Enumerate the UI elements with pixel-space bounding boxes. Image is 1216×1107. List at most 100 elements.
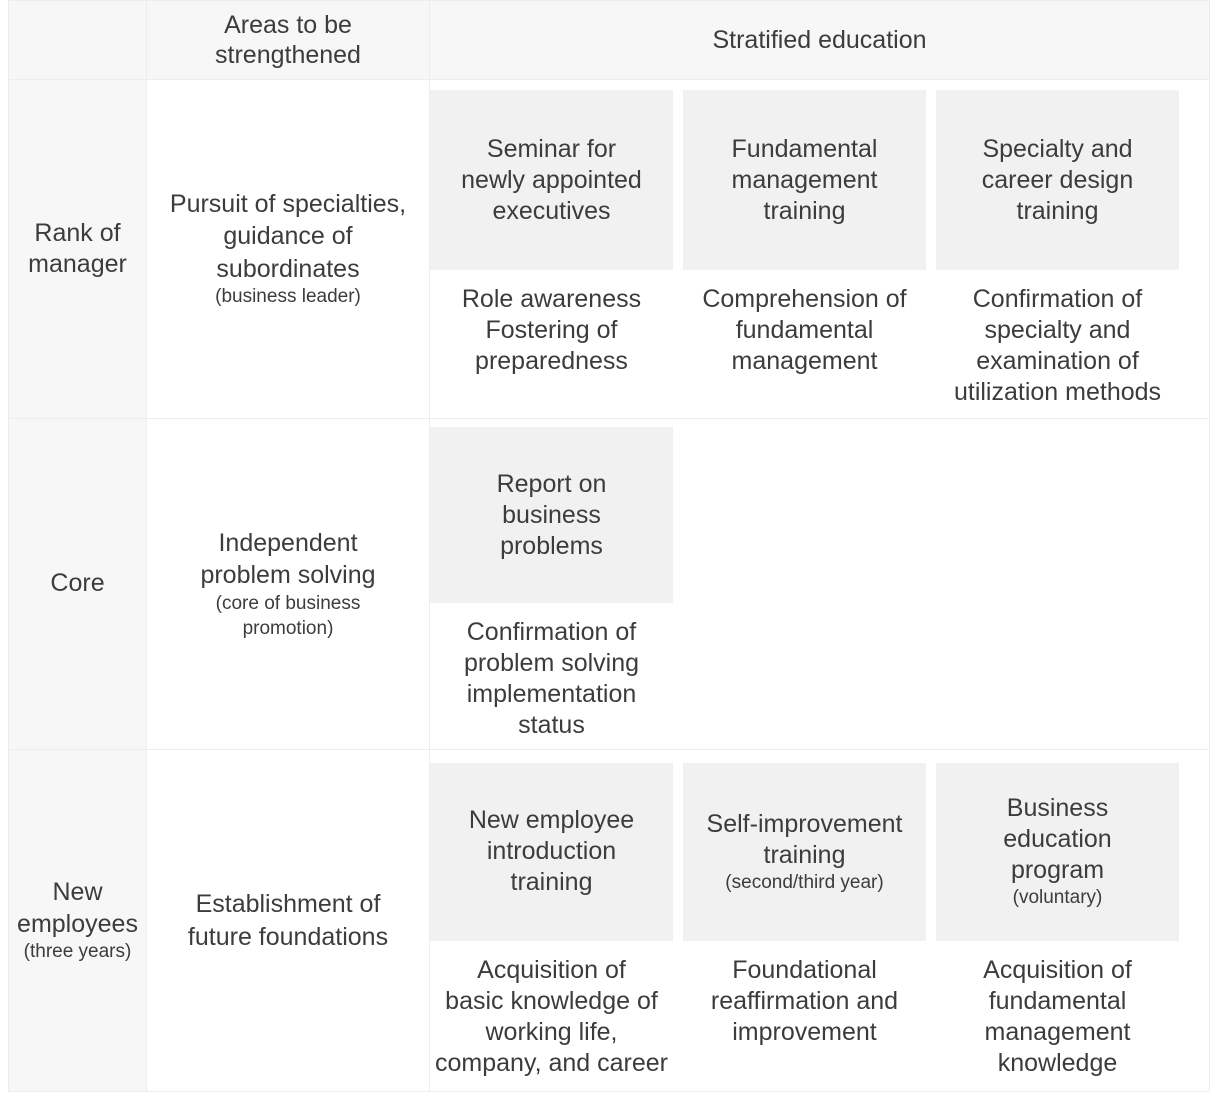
card-desc-line3: management [984, 1017, 1131, 1046]
areas-cell-new-employees: Establishment of future foundations [146, 749, 430, 1092]
card-desc-line4: company, and career [435, 1048, 668, 1077]
card-title-line1: New employee [468, 806, 635, 834]
card-title-line3: training [510, 868, 593, 896]
rank-sublabel-new-employees: (three years) [23, 940, 132, 962]
training-card-description: Comprehension of fundamental management [683, 270, 926, 377]
stratified-education-table: Areas to be strengthened Stratified educ… [8, 0, 1210, 1092]
card-desc-line1: Foundational [732, 955, 877, 984]
table-row: Rank of manager Pursuit of specialties, … [8, 79, 1210, 419]
areas-text-core: Independent problem solving [147, 527, 429, 592]
card-desc-line2: problem solving [463, 649, 640, 677]
card-desc-line1: Confirmation of [466, 618, 637, 646]
card-title-line2: business [502, 500, 601, 529]
training-card-row: New employee introduction training Acqui… [430, 762, 1209, 1079]
header-cell-blank [8, 0, 147, 80]
card-title-sub: (voluntary) [1012, 887, 1103, 909]
table-row: Core Independent problem solving (core o… [8, 418, 1210, 750]
training-card-description: Confirmation of specialty and examinatio… [920, 270, 1195, 408]
card-desc-line1: Confirmation of [972, 285, 1143, 313]
training-card-description: Acquisition of fundamental management kn… [936, 941, 1179, 1079]
card-desc-line4: utilization methods [953, 378, 1162, 406]
training-card[interactable]: Specialty and career design training Con… [936, 90, 1179, 408]
training-card[interactable]: Report on business problems Confirmation… [430, 427, 673, 741]
areas-cell-manager: Pursuit of specialties, guidance of subo… [146, 79, 430, 419]
training-card-title: Seminar for newly appointed executives [430, 90, 673, 270]
card-title-line1: Business [1006, 794, 1109, 823]
card-title-sub: (second/third year) [725, 871, 884, 893]
training-card-title: Report on business problems [430, 427, 673, 603]
card-title-line2: career design [981, 165, 1134, 194]
rank-label-manager: Rank of manager [9, 218, 146, 281]
training-card-title: Business education program (voluntary) [936, 762, 1179, 941]
rank-cell-new-employees: New employees (three years) [8, 749, 147, 1092]
rank-cell-manager: Rank of manager [8, 79, 147, 419]
card-desc-line3: improvement [732, 1017, 877, 1046]
areas-line1: Pursuit of specialties, [169, 189, 407, 218]
card-desc-line1: Role awareness [461, 285, 642, 313]
training-card[interactable]: Fundamental management training Comprehe… [683, 90, 926, 408]
training-card-description: Role awareness Fostering of preparedness [430, 270, 673, 377]
card-desc-line2: reaffirmation and [710, 986, 899, 1015]
card-desc-line3: management [731, 347, 878, 375]
card-title-line2: newly appointed [461, 165, 642, 194]
card-desc-line2: fundamental [988, 986, 1127, 1015]
areas-line2: problem solving [200, 561, 376, 590]
stratified-cell-core: Report on business problems Confirmation… [429, 418, 1210, 750]
rank-cell-core: Core [8, 418, 147, 750]
card-desc-line2: fundamental [735, 316, 874, 344]
areas-sub-line1: (core of business [215, 592, 361, 614]
card-title-line1: Self-improvement [706, 809, 903, 838]
training-card[interactable]: Business education program (voluntary) A… [936, 762, 1179, 1079]
training-card[interactable]: Seminar for newly appointed executives R… [430, 90, 673, 408]
header-cell-areas: Areas to be strengthened [146, 0, 430, 80]
card-desc-line2: Fostering of [485, 316, 618, 344]
card-title-line3: training [763, 196, 846, 225]
card-desc-line3: working life, [485, 1017, 618, 1046]
card-desc-line4: status [518, 711, 585, 739]
card-title-line1: Report on [496, 469, 607, 498]
card-title-line2: management [731, 165, 878, 194]
areas-sub-line2: promotion) [242, 617, 334, 639]
card-title-line3: problems [500, 531, 603, 560]
header-areas-label: Areas to be strengthened [147, 10, 429, 70]
header-areas-line1: Areas to be [224, 11, 352, 39]
rank-label-new-employees: New employees [9, 877, 146, 940]
card-title-line2: training [763, 840, 846, 869]
training-card-description: Foundational reaffirmation and improveme… [683, 941, 926, 1048]
card-desc-line3: examination of [976, 347, 1139, 375]
card-desc-line3: implementation [466, 680, 637, 708]
training-card[interactable]: New employee introduction training Acqui… [430, 762, 673, 1079]
areas-text-new-employees: Establishment of future foundations [147, 888, 429, 953]
training-card[interactable]: Self-improvement training (second/third … [683, 762, 926, 1079]
card-title-line3: executives [492, 196, 611, 225]
areas-cell-core: Independent problem solving (core of bus… [146, 418, 430, 750]
card-desc-line1: Acquisition of [983, 955, 1132, 984]
areas-line1: Establishment of [195, 890, 381, 918]
stratified-cell-manager: Seminar for newly appointed executives R… [429, 79, 1210, 419]
card-desc-line4: knowledge [997, 1048, 1118, 1077]
rank-line1: Core [50, 569, 105, 598]
training-card-row: Report on business problems Confirmation… [430, 427, 1209, 741]
training-card-description: Confirmation of problem solving implemen… [430, 603, 673, 741]
areas-line2: guidance of [223, 222, 353, 251]
training-card-row: Seminar for newly appointed executives R… [430, 90, 1209, 408]
training-matrix-container: Areas to be strengthened Stratified educ… [8, 0, 1210, 1092]
training-card-description: Acquisition of basic knowledge of workin… [414, 941, 689, 1079]
card-title-line3: training [1016, 196, 1099, 225]
card-title-line1: Fundamental [731, 134, 878, 163]
card-title-line1: Specialty and [982, 134, 1133, 163]
card-title-line2: introduction [486, 837, 617, 865]
areas-line3: subordinates [216, 254, 360, 283]
table-header-row: Areas to be strengthened Stratified educ… [8, 0, 1210, 80]
header-areas-line2: strengthened [215, 41, 361, 69]
training-card-title: Fundamental management training [683, 90, 926, 270]
card-desc-line1: Comprehension of [702, 285, 907, 313]
card-desc-line2: specialty and [984, 316, 1131, 344]
card-desc-line3: preparedness [475, 347, 628, 375]
card-title-line2: education [1003, 825, 1112, 854]
stratified-cell-new-employees: New employee introduction training Acqui… [429, 749, 1210, 1092]
areas-subtext-manager: (business leader) [215, 286, 361, 308]
areas-text-manager: Pursuit of specialties, guidance of subo… [147, 188, 429, 286]
training-card-title: Self-improvement training (second/third … [683, 762, 926, 941]
card-desc-line1: Acquisition of [477, 955, 626, 984]
